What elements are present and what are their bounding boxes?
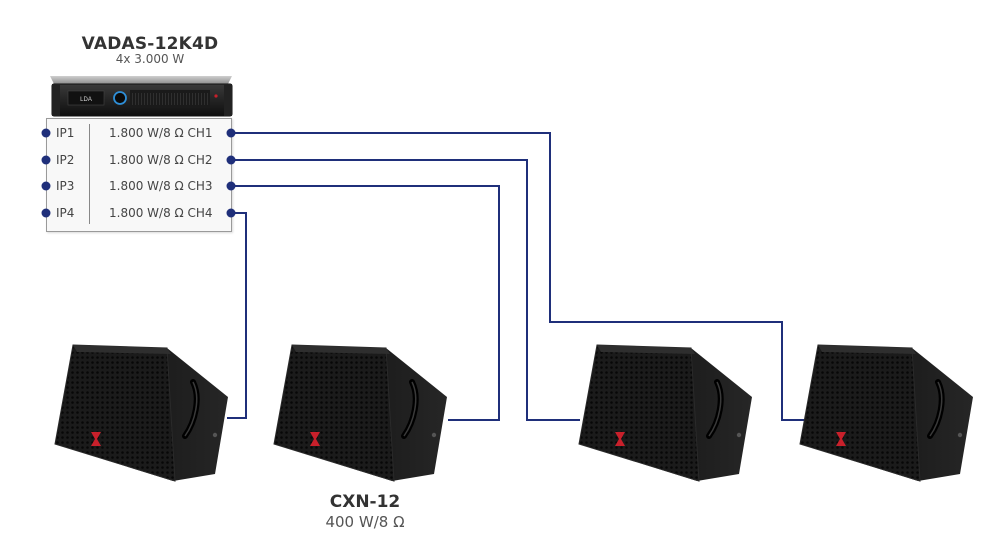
input-label-1: IP1 bbox=[56, 126, 75, 140]
input-connector-1 bbox=[41, 128, 51, 138]
amp-front-logo: LDA bbox=[80, 97, 92, 103]
input-label-3: IP3 bbox=[56, 179, 75, 193]
io-divider bbox=[89, 124, 90, 224]
output-connector-2 bbox=[226, 155, 236, 165]
cable-ch1 bbox=[231, 132, 805, 421]
input-label-2: IP2 bbox=[56, 153, 75, 167]
cable-ch3 bbox=[231, 185, 500, 421]
output-label-4: 1.800 W/8 Ω CH4 bbox=[109, 206, 213, 220]
output-connector-4 bbox=[226, 208, 236, 218]
speaker-model: CXN-12 bbox=[329, 492, 401, 512]
speaker-rating: 400 W/8 Ω bbox=[325, 513, 405, 531]
output-label-1: 1.800 W/8 Ω CH1 bbox=[109, 126, 213, 140]
cable-ch2 bbox=[231, 159, 580, 421]
input-connector-4 bbox=[41, 208, 51, 218]
power-button-icon bbox=[113, 91, 127, 105]
cable-ch4 bbox=[227, 212, 247, 419]
output-label-3: 1.800 W/8 Ω CH3 bbox=[109, 179, 213, 193]
output-label-2: 1.800 W/8 Ω CH2 bbox=[109, 153, 213, 167]
amplifier-power: 4x 3.000 W bbox=[115, 52, 185, 66]
channel-io-panel bbox=[46, 118, 232, 232]
output-connector-1 bbox=[226, 128, 236, 138]
input-label-4: IP4 bbox=[56, 206, 75, 220]
amplifier-unit: LDA bbox=[50, 76, 233, 117]
input-connector-2 bbox=[41, 155, 51, 165]
input-connector-3 bbox=[41, 181, 51, 191]
amplifier-model: VADAS-12K4D bbox=[81, 34, 219, 54]
output-connector-3 bbox=[226, 181, 236, 191]
